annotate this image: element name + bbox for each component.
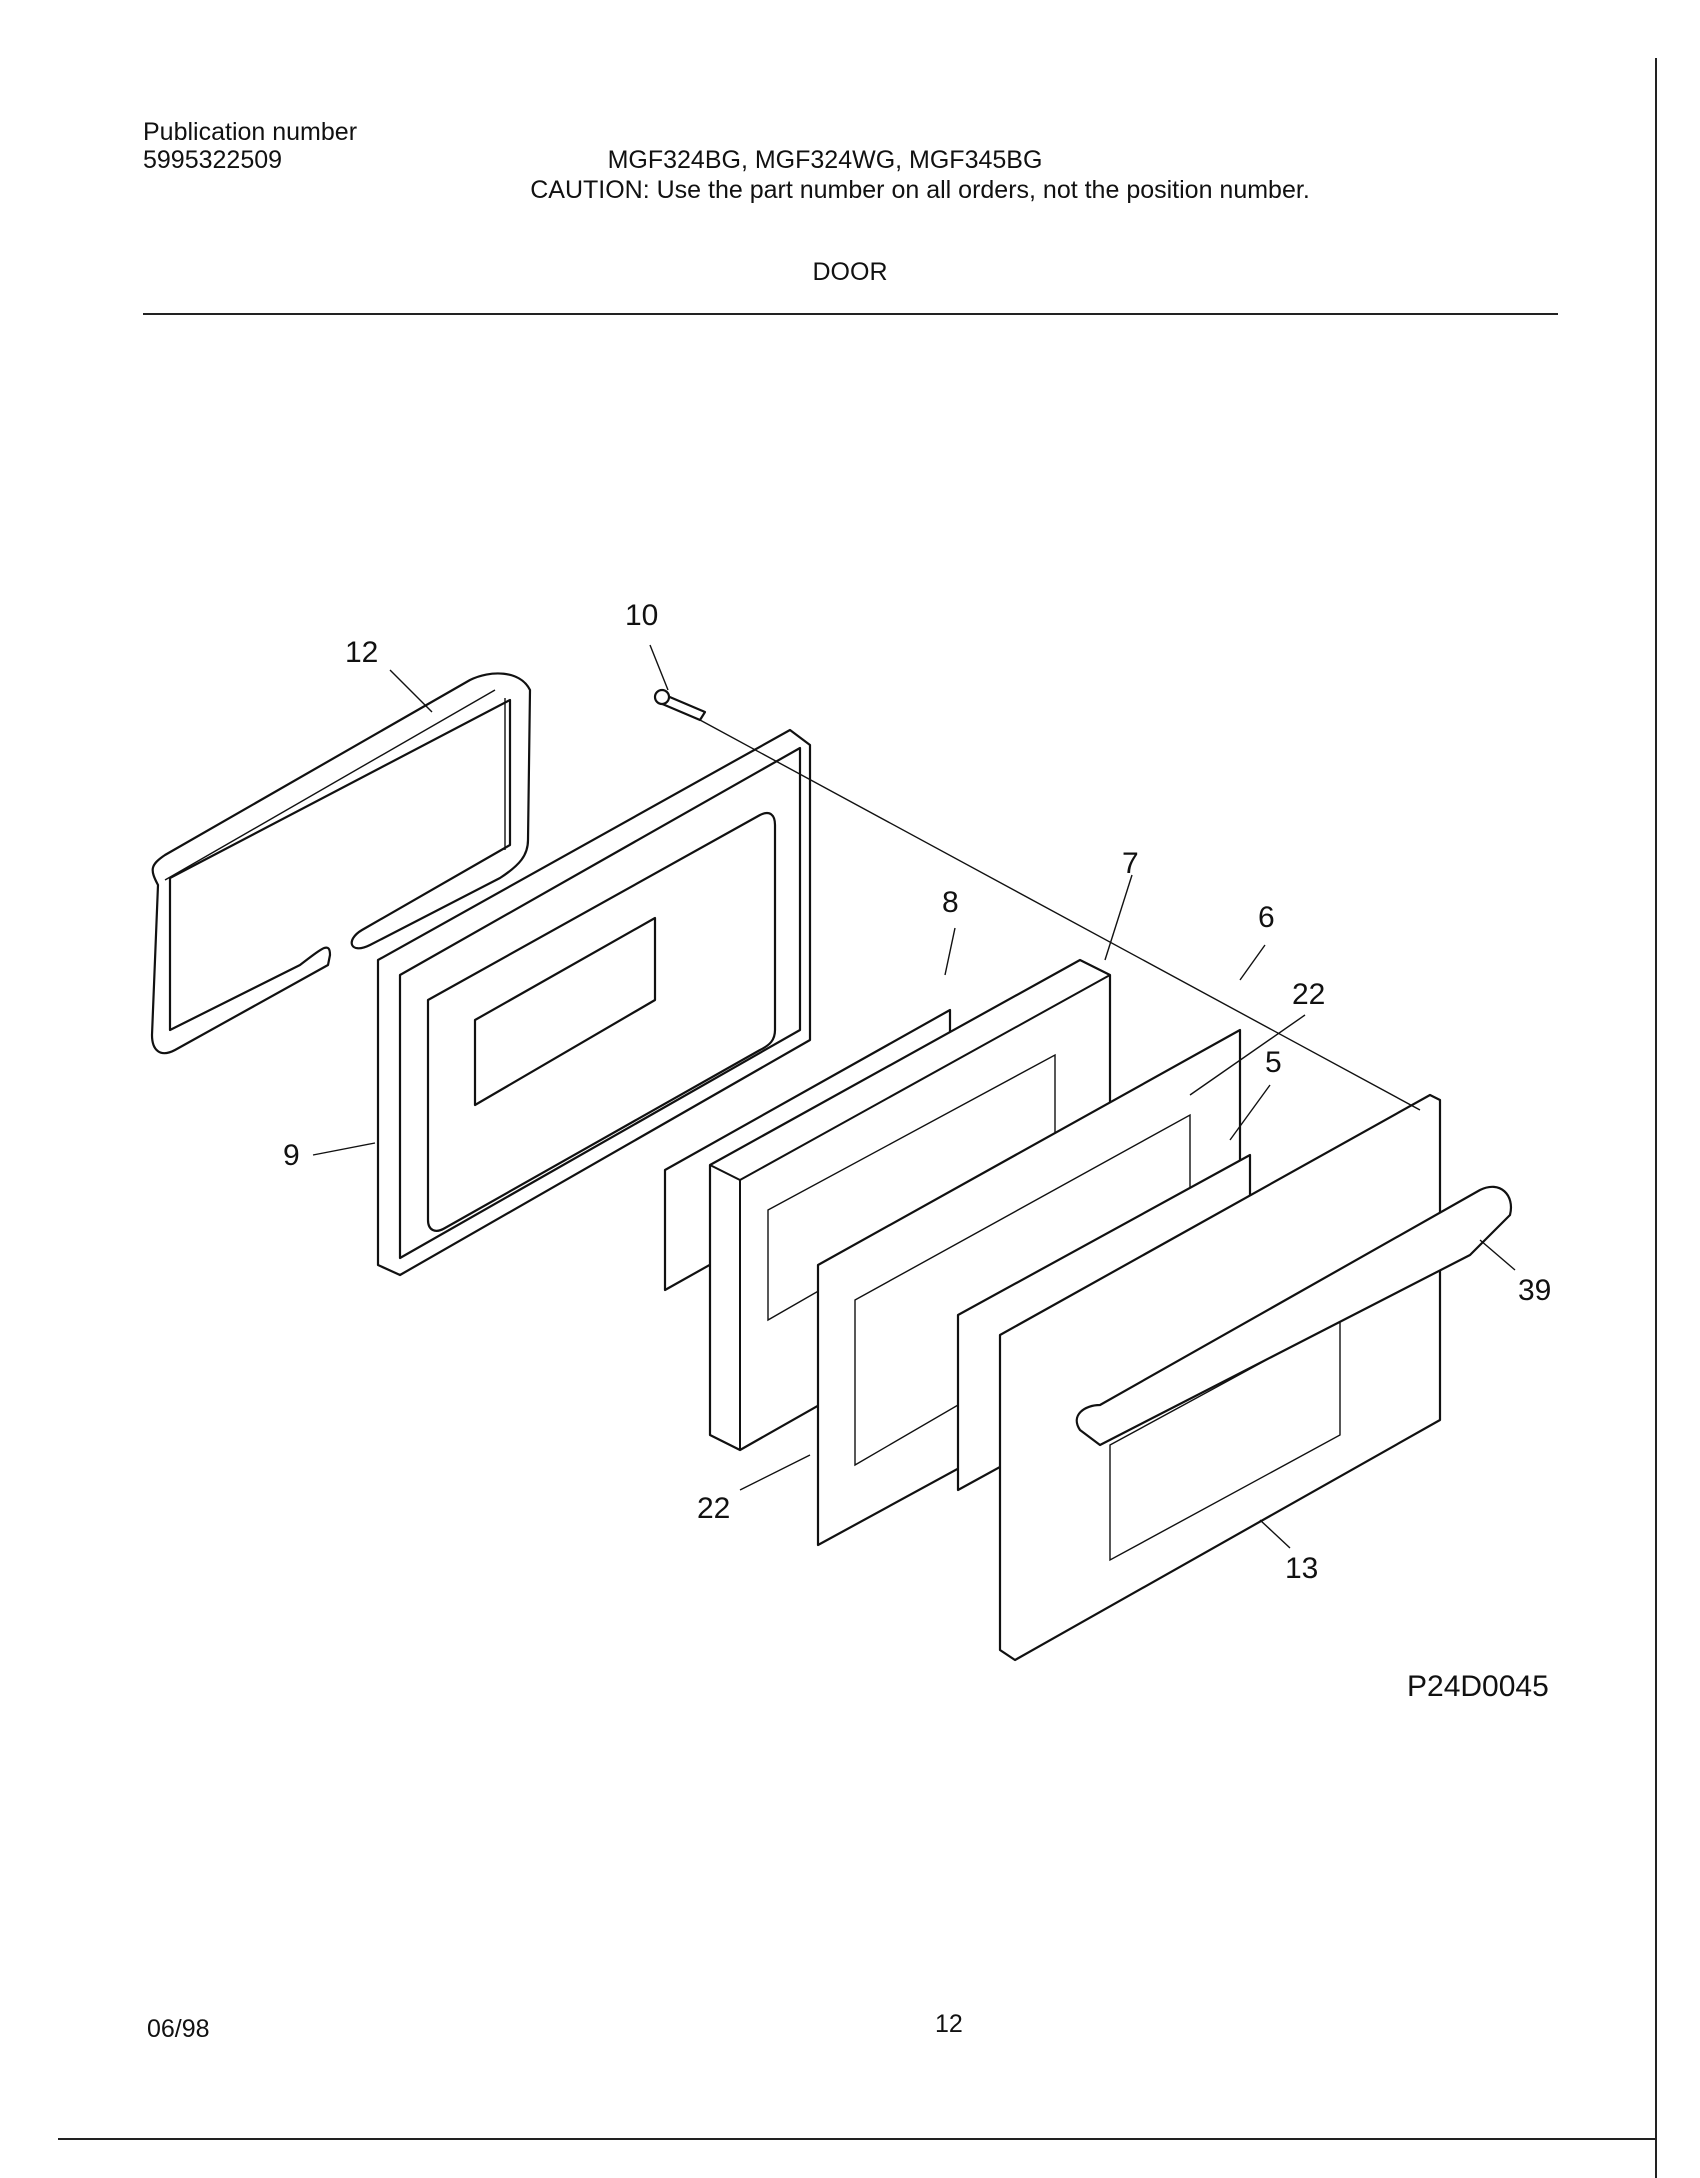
page-border-right (1655, 58, 1657, 2178)
callout-6: 6 (1258, 901, 1275, 934)
callout-13: 13 (1285, 1552, 1318, 1585)
caution-note: CAUTION: Use the part number on all orde… (530, 176, 1310, 204)
model-numbers: MGF324BG, MGF324WG, MGF345BG (607, 146, 1043, 174)
callout-7: 7 (1122, 847, 1139, 880)
part-39-handle (1075, 1185, 1513, 1447)
assembly-line (699, 719, 1421, 1111)
callout-22-upper: 22 (1292, 978, 1325, 1011)
section-title: DOOR (812, 258, 888, 286)
part-12-gasket (150, 672, 532, 1055)
callout-22-lower: 22 (697, 1492, 730, 1525)
publication-label: Publication number (143, 118, 358, 146)
page-border-bottom (58, 2138, 1657, 2140)
page-number: 12 (935, 2010, 963, 2038)
figure-id: P24D0045 (1407, 1670, 1549, 1703)
header-divider (143, 313, 1558, 315)
callout-leaders (312, 644, 1516, 1549)
publication-number: 5995322509 (143, 146, 283, 174)
callout-10: 10 (625, 599, 658, 632)
callout-8: 8 (942, 886, 959, 919)
part-9-inner-frame (376, 728, 812, 1277)
callout-12: 12 (345, 636, 378, 669)
callout-numbers: 12 10 7 8 6 22 5 9 39 22 13 (283, 599, 1551, 1585)
callout-39: 39 (1518, 1274, 1551, 1307)
callout-5: 5 (1265, 1046, 1282, 1079)
part-10-screw (653, 688, 707, 722)
callout-9: 9 (283, 1139, 300, 1172)
footer-date: 06/98 (147, 2015, 210, 2043)
